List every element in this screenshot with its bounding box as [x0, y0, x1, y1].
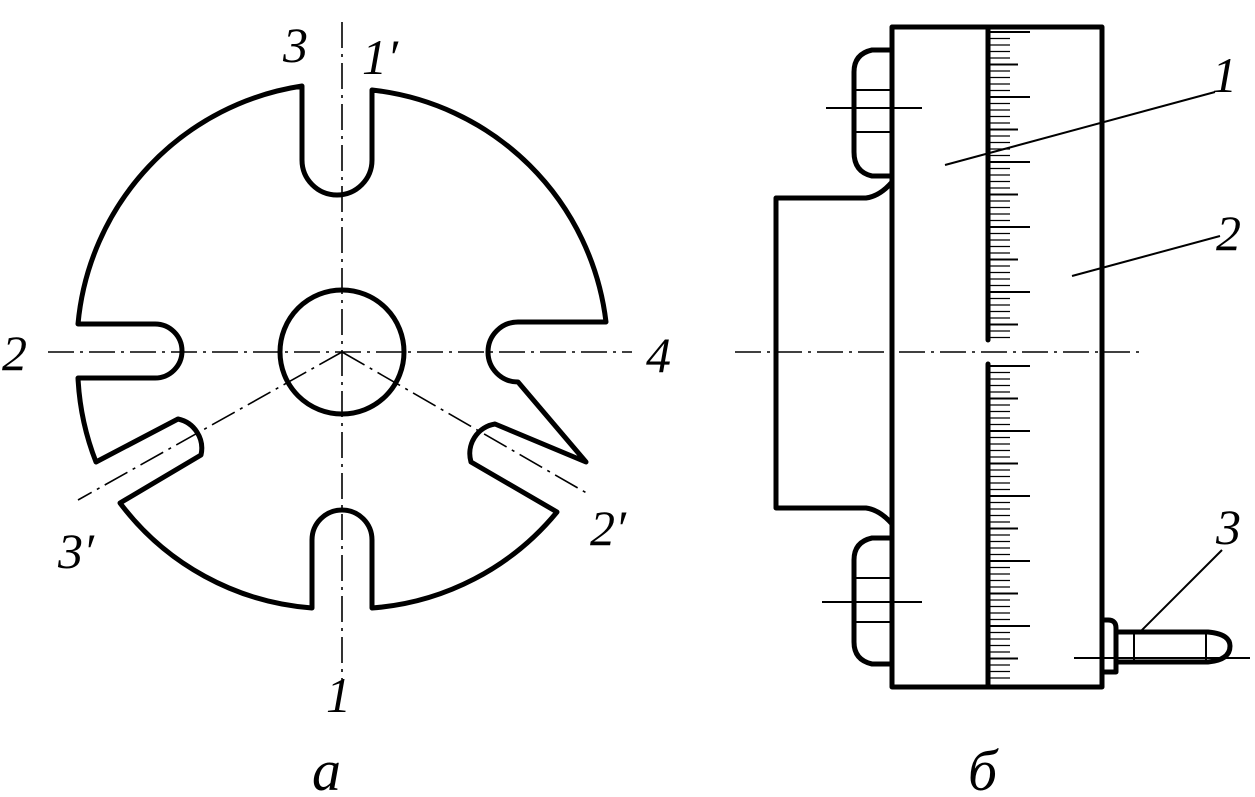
caption-b: б: [968, 738, 999, 797]
label-3: 3: [282, 17, 308, 73]
center-hole: [277, 287, 407, 417]
label-pin-3: 3: [1215, 499, 1241, 555]
label-body-2: 2: [1216, 205, 1241, 261]
label-2: 2: [2, 325, 27, 381]
label-3-prime: 3′: [57, 523, 95, 579]
view-a-labels: 3 1′ 2 4 1 3′ 2′ а: [2, 17, 671, 797]
main-body: [889, 24, 1105, 690]
label-plate-1: 1: [1212, 47, 1237, 103]
diagonal-center-line-right: [341, 351, 591, 496]
scale-graduations: [988, 31, 1030, 679]
leader-2: [1071, 235, 1221, 277]
view-a-disc-drawing: [48, 22, 632, 680]
label-4: 4: [646, 327, 671, 383]
pin-shaft: [1113, 629, 1233, 665]
disc-outline: [75, 83, 609, 611]
diagonal-center-line-left: [77, 351, 343, 501]
pin-collar: [1099, 617, 1119, 675]
label-2-prime: 2′: [590, 500, 627, 556]
label-1: 1: [326, 667, 351, 723]
view-b-labels: 1 2 3 б: [968, 47, 1241, 797]
caption-a: а: [312, 738, 341, 797]
leader-1: [944, 91, 1216, 166]
label-1-prime: 1′: [362, 29, 399, 85]
leader-3: [1139, 549, 1223, 633]
hub: [773, 179, 895, 527]
upper-nut: [851, 47, 895, 179]
view-b-side-drawing: [735, 24, 1250, 690]
